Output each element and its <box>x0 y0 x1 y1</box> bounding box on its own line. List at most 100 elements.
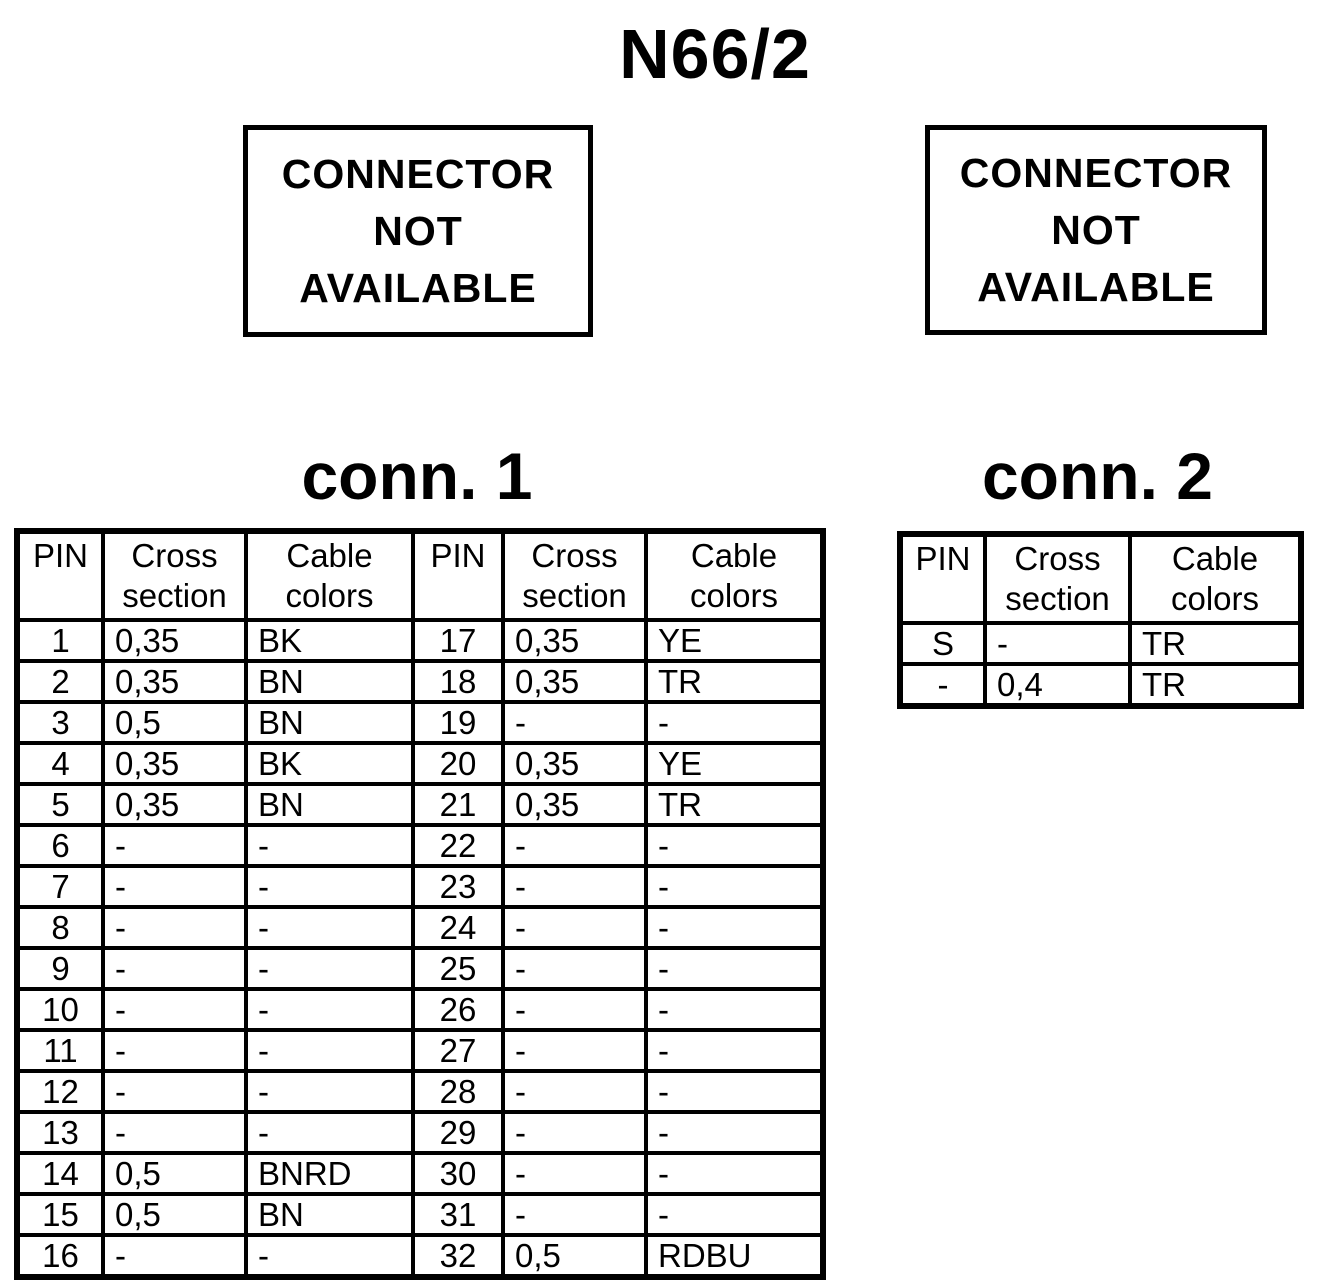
cable-color-cell: - <box>644 946 825 991</box>
pin-cell: 20 <box>411 741 505 786</box>
pin-cell: 29 <box>411 1110 505 1155</box>
cross-section-cell: 0,5 <box>501 1233 648 1279</box>
cross-section-cell: - <box>501 823 648 868</box>
pin-cell: S <box>898 621 987 666</box>
cable-color-cell: BN <box>244 659 415 704</box>
header-row: PIN Cross section Cable colors PIN Cross… <box>15 529 825 622</box>
conn2-pin-table: PIN Cross section Cable colors S - TR - … <box>897 531 1304 709</box>
cross-section-cell: - <box>101 1028 248 1073</box>
pin-cell: 7 <box>15 864 105 909</box>
cross-section-cell: - <box>501 946 648 991</box>
table-row: 10--26-- <box>15 987 825 1032</box>
cable-color-cell: BK <box>244 741 415 786</box>
pin-cell: 12 <box>15 1069 105 1114</box>
cross-section-cell: 0,4 <box>983 662 1132 708</box>
col-header-pin: PIN <box>898 532 987 625</box>
pin-cell: 9 <box>15 946 105 991</box>
cross-section-cell: - <box>501 1028 648 1073</box>
cross-section-cell: - <box>101 987 248 1032</box>
cross-section-cell: 0,35 <box>101 618 248 663</box>
cable-color-cell: - <box>644 864 825 909</box>
cross-section-cell: - <box>101 864 248 909</box>
pin-cell: 2 <box>15 659 105 704</box>
cross-section-cell: - <box>983 621 1132 666</box>
pin-cell: 23 <box>411 864 505 909</box>
cable-color-cell: BNRD <box>244 1151 415 1196</box>
col-header-cable-colors: Cable colors <box>1128 532 1303 625</box>
pin-cell: 5 <box>15 782 105 827</box>
pin-cell: 32 <box>411 1233 505 1279</box>
cable-color-cell: TR <box>644 782 825 827</box>
table-row: 12--28-- <box>15 1069 825 1114</box>
header-row: PIN Cross section Cable colors <box>898 532 1303 625</box>
col-header-pin: PIN <box>411 529 505 622</box>
cable-color-cell: - <box>244 1233 415 1279</box>
cross-section-cell: - <box>501 905 648 950</box>
cable-color-cell: - <box>644 987 825 1032</box>
cable-color-cell: - <box>644 1028 825 1073</box>
cable-color-cell: - <box>644 1069 825 1114</box>
col-header-cable-colors: Cable colors <box>244 529 415 622</box>
table-row: 13--29-- <box>15 1110 825 1155</box>
cross-section-cell: 0,35 <box>501 782 648 827</box>
pin-cell: 13 <box>15 1110 105 1155</box>
cable-color-cell: - <box>244 987 415 1032</box>
col-header-pin: PIN <box>15 529 105 622</box>
cross-section-cell: - <box>501 987 648 1032</box>
pin-cell: 26 <box>411 987 505 1032</box>
cable-color-cell: TR <box>644 659 825 704</box>
cable-color-cell: - <box>244 1069 415 1114</box>
cross-section-cell: - <box>101 1069 248 1114</box>
conn1-pin-table: PIN Cross section Cable colors PIN Cross… <box>14 528 826 1280</box>
cable-color-cell: BK <box>244 618 415 663</box>
cross-section-cell: - <box>501 1110 648 1155</box>
cable-color-cell: - <box>244 1110 415 1155</box>
table-row: 6--22-- <box>15 823 825 868</box>
cross-section-cell: 0,5 <box>101 1192 248 1237</box>
cross-section-cell: - <box>501 864 648 909</box>
pin-cell: 16 <box>15 1233 105 1279</box>
table-row: 9--25-- <box>15 946 825 991</box>
pin-cell: 19 <box>411 700 505 745</box>
cable-color-cell: BN <box>244 1192 415 1237</box>
cable-color-cell: - <box>244 1028 415 1073</box>
pin-cell: 15 <box>15 1192 105 1237</box>
cable-color-cell: - <box>244 864 415 909</box>
pin-cell: 1 <box>15 618 105 663</box>
cable-color-cell: - <box>244 823 415 868</box>
pin-cell: 25 <box>411 946 505 991</box>
cable-color-cell: YE <box>644 741 825 786</box>
cross-section-cell: 0,35 <box>501 618 648 663</box>
cross-section-cell: - <box>101 946 248 991</box>
pin-cell: 3 <box>15 700 105 745</box>
cable-color-cell: BN <box>244 782 415 827</box>
notice-text: CONNECTOR NOT AVAILABLE <box>281 150 555 311</box>
cross-section-cell: 0,35 <box>101 659 248 704</box>
cable-color-cell: RDBU <box>644 1233 825 1279</box>
pin-cell: 6 <box>15 823 105 868</box>
cable-color-cell: - <box>644 823 825 868</box>
cable-color-cell: - <box>244 946 415 991</box>
cable-color-cell: - <box>244 905 415 950</box>
pin-cell: 24 <box>411 905 505 950</box>
table-row: - 0,4 TR <box>898 662 1303 708</box>
cable-color-cell: TR <box>1128 662 1303 708</box>
notice-text: CONNECTOR NOT AVAILABLE <box>959 149 1233 310</box>
pin-cell: 14 <box>15 1151 105 1196</box>
connector-not-available-box-2: CONNECTOR NOT AVAILABLE <box>925 125 1267 335</box>
cross-section-cell: - <box>501 700 648 745</box>
connector-not-available-box-1: CONNECTOR NOT AVAILABLE <box>243 125 593 337</box>
cross-section-cell: - <box>101 1110 248 1155</box>
cross-section-cell: 0,35 <box>101 782 248 827</box>
cross-section-cell: - <box>101 905 248 950</box>
table-row: S - TR <box>898 621 1303 666</box>
pin-cell: 31 <box>411 1192 505 1237</box>
pin-cell: 27 <box>411 1028 505 1073</box>
col-header-cable-colors: Cable colors <box>644 529 825 622</box>
table-row: 7--23-- <box>15 864 825 909</box>
